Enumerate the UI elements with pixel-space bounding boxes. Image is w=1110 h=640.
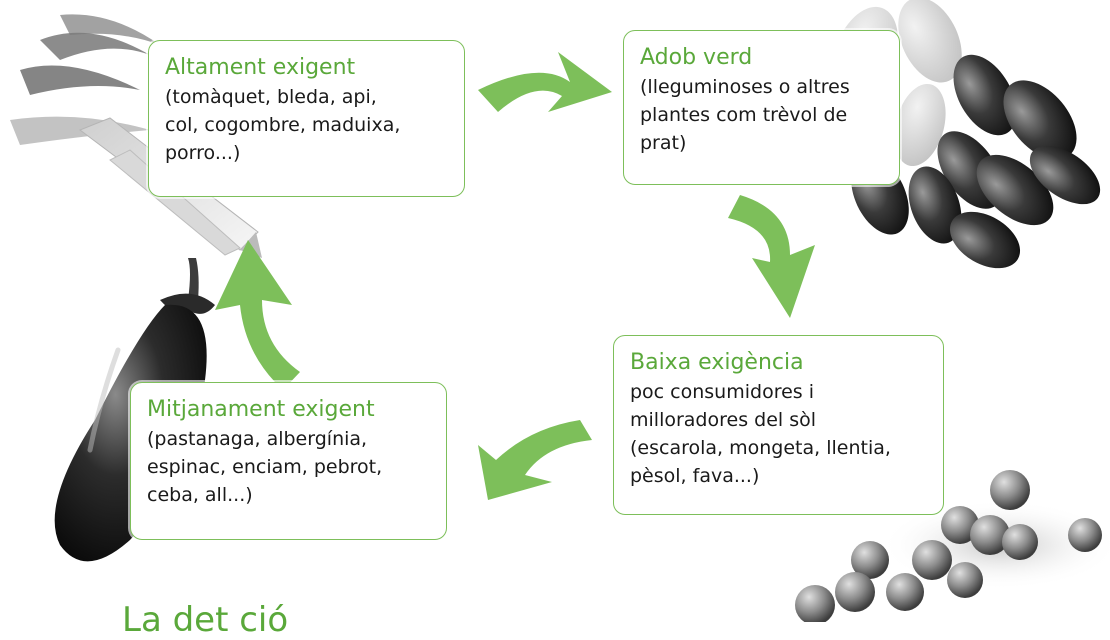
stage-title: Altament exigent	[165, 55, 356, 80]
stage-line: prat)	[640, 132, 687, 154]
stage-line: ceba, all...)	[147, 484, 253, 506]
section-heading-partial: La det ció	[122, 600, 289, 640]
stage-line: (tomàquet, bleda, api,	[165, 86, 377, 108]
arrow-top	[478, 52, 612, 112]
stage-line: (pastanaga, albergínia,	[147, 428, 368, 450]
stage-line: (lleguminoses o altres	[640, 76, 850, 98]
stage-card-adob-verd: Adob verd (lleguminoses o altres plantes…	[623, 30, 900, 185]
stage-line: poc consumidores i	[630, 381, 814, 403]
stage-title: Adob verd	[640, 45, 753, 70]
stage-line: porro...)	[165, 142, 241, 164]
arrow-left	[215, 240, 300, 390]
stage-line: milloradores del sòl	[630, 409, 817, 431]
stage-card-altament-exigent: Altament exigent (tomàquet, bleda, api, …	[148, 40, 465, 197]
stage-card-mitjanament-exigent: Mitjanament exigent (pastanaga, albergín…	[130, 382, 447, 540]
peas-image	[795, 470, 1110, 622]
stage-line: plantes com trèvol de	[640, 104, 848, 126]
stage-line: col, cogombre, maduixa,	[165, 114, 401, 136]
arrow-right	[728, 195, 815, 318]
crop-rotation-diagram: Altament exigent (tomàquet, bleda, api, …	[10, 0, 1110, 640]
stage-line: (escarola, mongeta, llentia,	[630, 437, 891, 459]
stage-line: pèsol, fava...)	[630, 465, 760, 487]
stage-card-baixa-exigencia: Baixa exigència poc consumidores i millo…	[613, 335, 944, 515]
stage-line: espinac, enciam, pebrot,	[147, 456, 383, 478]
arrow-bottom	[478, 420, 592, 500]
stage-title: Mitjanament exigent	[147, 397, 375, 422]
stage-title: Baixa exigència	[630, 350, 804, 375]
cycle-arrows	[215, 52, 815, 500]
